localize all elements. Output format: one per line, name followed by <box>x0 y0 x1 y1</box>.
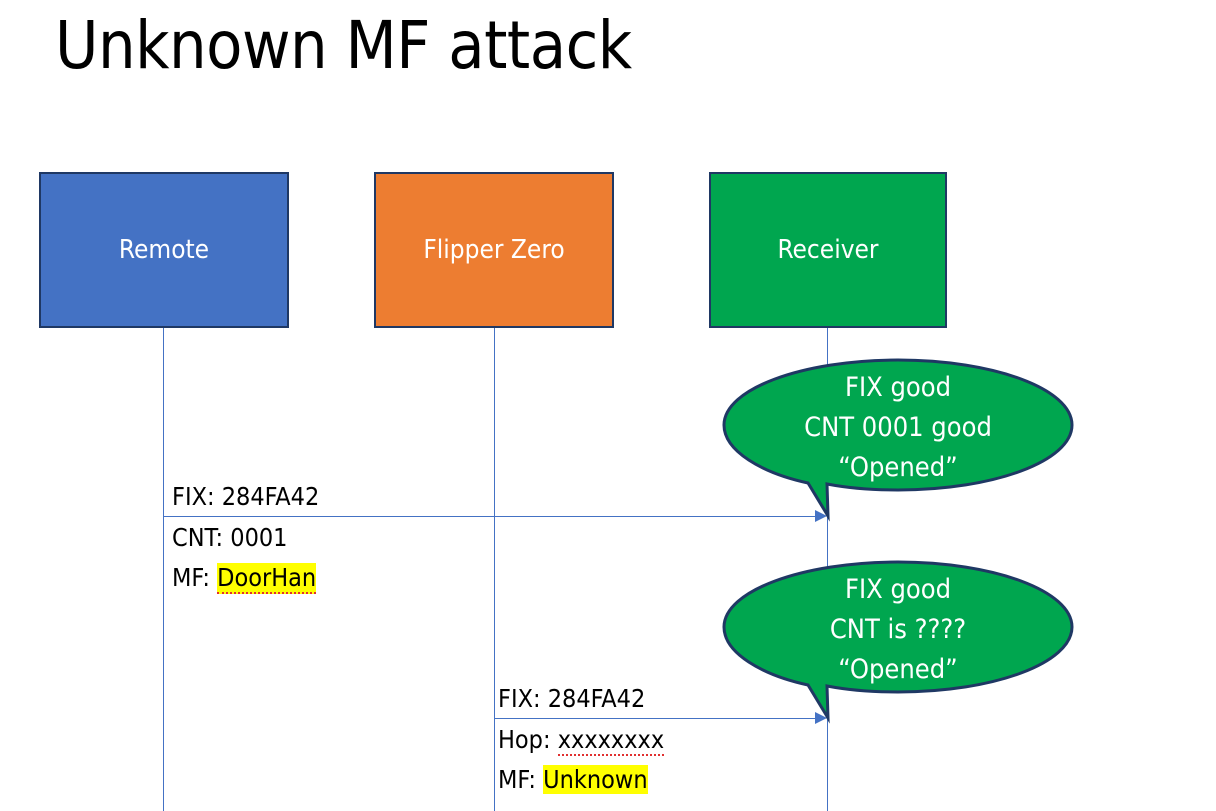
callout-shape-1 <box>722 358 1074 522</box>
message-line-value-highlighted: Unknown <box>543 765 648 794</box>
message-line: MF: Unknown <box>498 760 664 800</box>
message-line: FIX: 284FA42 <box>498 679 645 719</box>
callout-bubble-2[interactable]: FIX good CNT is ???? “Opened” <box>722 560 1074 724</box>
message-arrow-line-1 <box>163 516 815 517</box>
message-line-value: 284FA42 <box>221 482 320 511</box>
actor-label-receiver: Receiver <box>777 235 879 265</box>
actor-label-flipper-zero: Flipper Zero <box>423 235 565 265</box>
actor-box-flipper-zero[interactable]: Flipper Zero <box>374 172 614 328</box>
callout-shape-2 <box>722 560 1074 724</box>
message-label-2: FIX: 284FA42 <box>498 679 645 719</box>
message-line-label: CNT: <box>172 523 224 552</box>
message-label-1: FIX: 284FA42 <box>172 477 319 517</box>
message-line-label: MF: <box>172 563 210 592</box>
actor-box-receiver[interactable]: Receiver <box>709 172 947 328</box>
message-line: MF: DoorHan <box>172 558 317 598</box>
message-line-value: 0001 <box>230 523 288 552</box>
message-line-label: FIX: <box>498 684 541 713</box>
message-line: FIX: 284FA42 <box>172 477 319 517</box>
lifeline-flipper <box>494 328 495 811</box>
lifeline-remote <box>163 328 164 811</box>
message-arrow-head-2 <box>815 712 827 724</box>
message-arrow-line-2 <box>494 718 815 719</box>
message-line-value: 284FA42 <box>547 684 646 713</box>
callout-bubble-1[interactable]: FIX good CNT 0001 good “Opened” <box>722 358 1074 522</box>
message-line: CNT: 0001 <box>172 518 316 558</box>
message-line-value-highlighted: DoorHan <box>217 563 317 594</box>
message-label-1b: CNT: 0001 MF: DoorHan <box>172 518 317 598</box>
message-line-label: MF: <box>498 765 536 794</box>
message-line-label: FIX: <box>172 482 215 511</box>
actor-label-remote: Remote <box>118 235 210 265</box>
message-arrow-head-1 <box>815 510 827 522</box>
message-line-label: Hop: <box>498 725 551 754</box>
actor-box-remote[interactable]: Remote <box>39 172 289 328</box>
page-title: Unknown MF attack <box>55 7 632 84</box>
message-line: Hop: xxxxxxxx <box>498 720 665 760</box>
message-line-value: xxxxxxxx <box>557 725 665 756</box>
message-label-2b: Hop: xxxxxxxx MF: Unknown <box>498 720 665 800</box>
